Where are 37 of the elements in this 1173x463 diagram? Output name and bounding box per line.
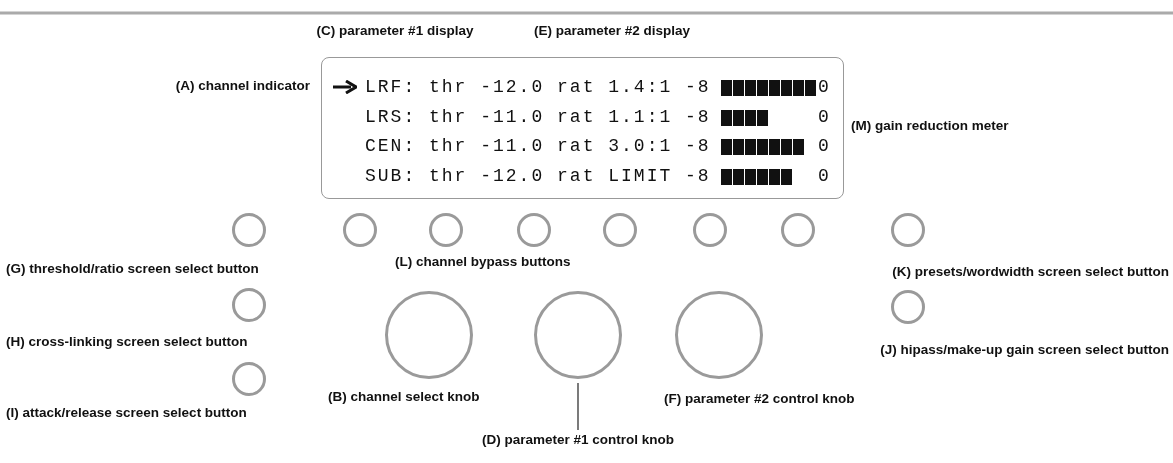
- callout-label: (C) parameter #1 display: [316, 23, 474, 39]
- callout-label: (L) channel bypass buttons: [395, 254, 571, 270]
- rotary-knob: [385, 291, 473, 379]
- callout-label: (D) parameter #1 control knob: [482, 432, 674, 448]
- push-button: [693, 213, 727, 247]
- push-button: [232, 213, 266, 247]
- display-text: LRS: thr -11.0 rat 1.1:1 -8: [365, 105, 711, 128]
- callout-label: (K) presets/wordwidth screen select button: [892, 264, 1169, 280]
- lcd-display: [321, 57, 844, 199]
- push-button: [781, 213, 815, 247]
- callout-label: (B) channel select knob: [328, 389, 480, 405]
- push-button: [603, 213, 637, 247]
- rotary-knob: [534, 291, 622, 379]
- leader-line: [577, 382, 579, 431]
- callout-label: (I) attack/release screen select button: [6, 405, 247, 421]
- push-button: [232, 362, 266, 396]
- display-text: LRF: thr -12.0 rat 1.4:1 -8: [365, 76, 711, 98]
- callout-label: (M) gain reduction meter: [851, 118, 1009, 134]
- display-text: 0: [818, 164, 829, 187]
- callout-label: (H) cross-linking screen select button: [6, 334, 248, 350]
- push-button: [343, 213, 377, 247]
- callout-label: (A) channel indicator: [175, 78, 310, 94]
- display-text: 0: [818, 135, 829, 157]
- display-text: 0: [818, 105, 829, 128]
- callout-label: (F) parameter #2 control knob: [664, 391, 855, 407]
- push-button: [891, 213, 925, 247]
- callout-label: (J) hipass/make-up gain screen select button: [880, 342, 1169, 358]
- push-button: [517, 213, 551, 247]
- rotary-knob: [675, 291, 763, 379]
- push-button: [232, 288, 266, 322]
- display-text: SUB: thr -12.0 rat LIMIT -8: [365, 164, 711, 187]
- display-text: 0: [818, 76, 829, 98]
- callout-label: (E) parameter #2 display: [533, 23, 691, 39]
- callout-label: (G) threshold/ratio screen select button: [6, 261, 259, 277]
- display-text: CEN: thr -11.0 rat 3.0:1 -8: [365, 135, 711, 157]
- push-button: [891, 290, 925, 324]
- push-button: [429, 213, 463, 247]
